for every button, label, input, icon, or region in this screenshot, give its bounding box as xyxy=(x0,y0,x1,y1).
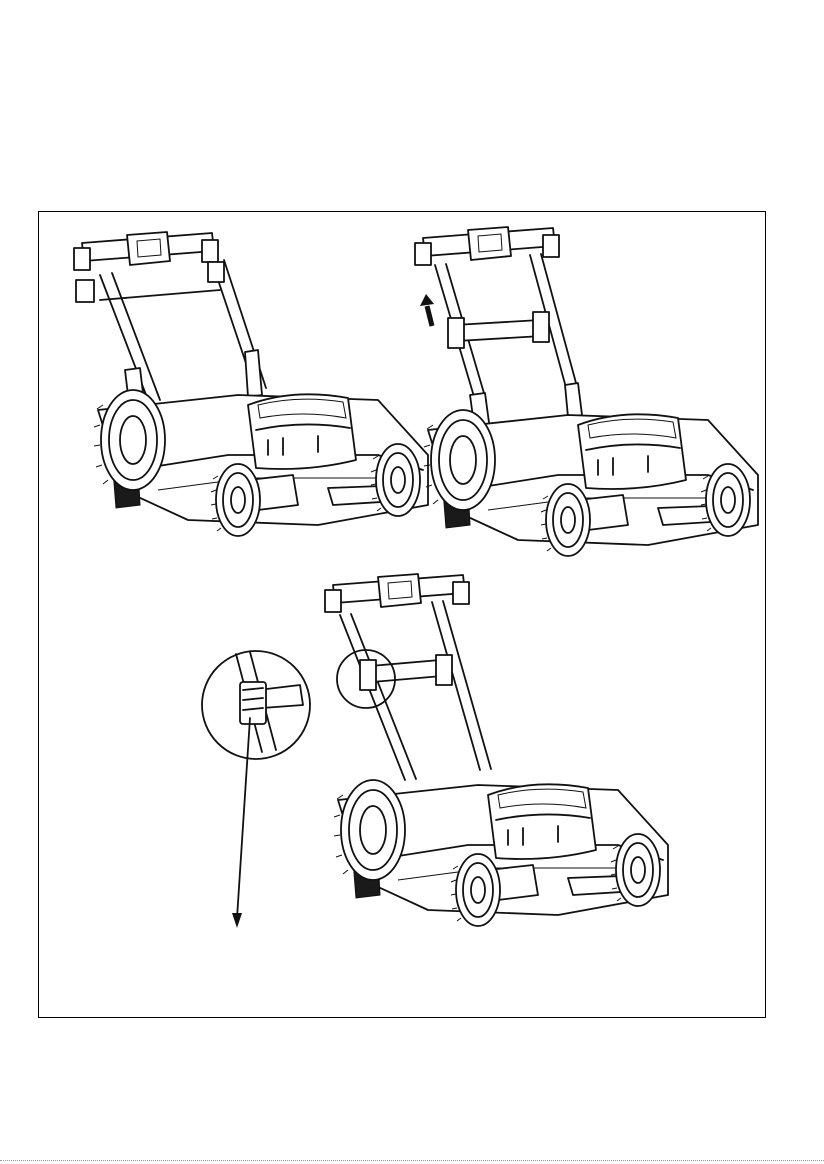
up-arrow-head-icon xyxy=(420,294,434,306)
handle-lock-detail xyxy=(202,651,310,928)
up-arrow-icon xyxy=(427,306,432,326)
panel-step-3 xyxy=(325,574,668,926)
page-footer-rule xyxy=(0,1160,824,1161)
panel-step-1 xyxy=(74,232,428,536)
down-pointer-arrow-icon xyxy=(232,913,242,928)
panel-step-2 xyxy=(415,227,758,556)
